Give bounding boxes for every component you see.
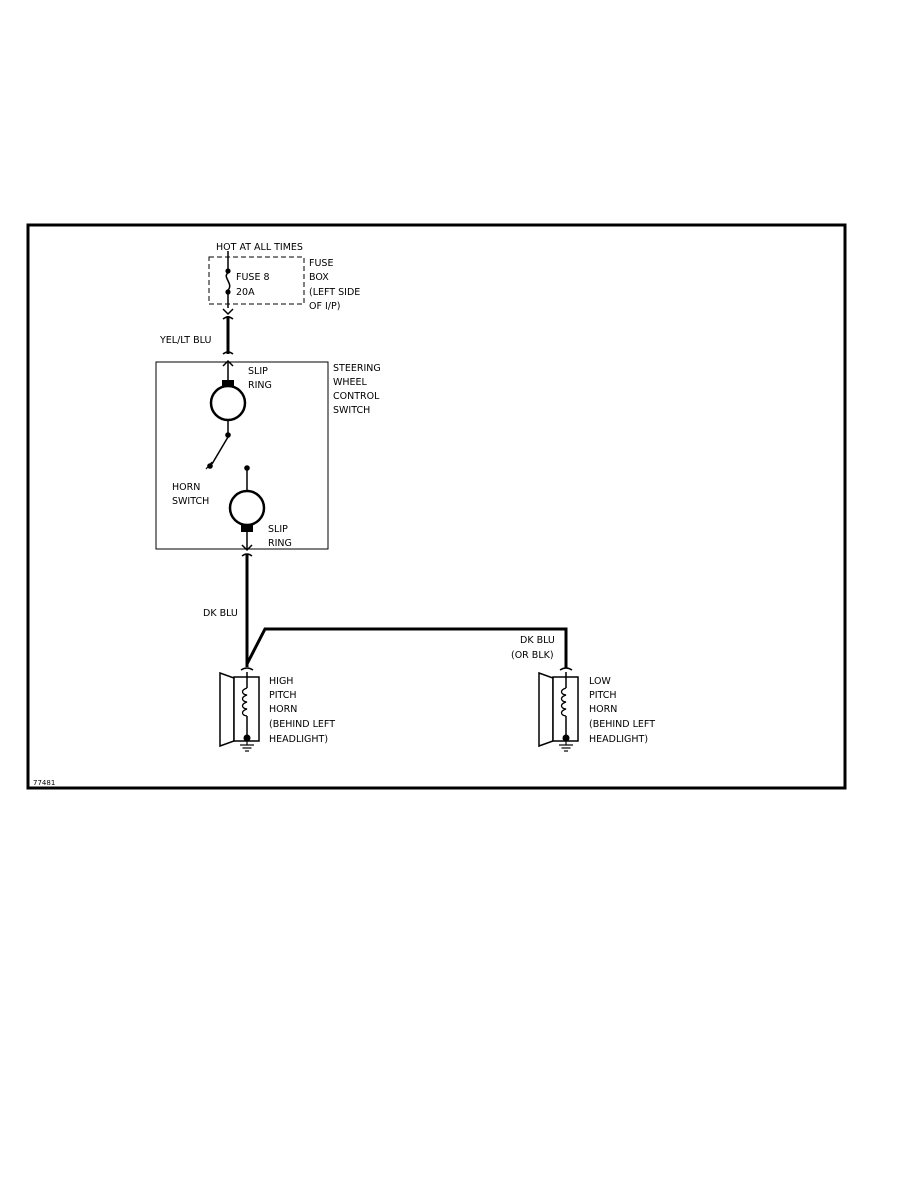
horn-switch-label-2: SWITCH	[172, 496, 209, 507]
fuse-box-outline	[208, 256, 305, 305]
slip-ring-bottom-label-2: RING	[268, 538, 292, 549]
ground-icon	[559, 741, 573, 752]
high-horn-label-5: HEADLIGHT)	[269, 734, 328, 745]
fuse-box-label-4: OF I/P)	[309, 301, 340, 312]
horn-icon	[219, 667, 260, 748]
horn-icon	[538, 667, 579, 748]
low-horn-label-1: LOW	[589, 676, 611, 687]
diagram-id: 77481	[33, 779, 55, 787]
fuse-icon	[225, 251, 231, 308]
steering-switch-label-3: CONTROL	[333, 391, 380, 402]
coil-icon	[560, 687, 567, 717]
steering-switch-label-1: STEERING	[333, 363, 381, 374]
slip-ring-top-label-1: SLIP	[248, 366, 268, 377]
horn-switch-label-1: HORN	[172, 482, 200, 493]
slip-ring-bottom-label-1: SLIP	[268, 524, 288, 535]
connector-icon	[222, 351, 234, 367]
ground-icon	[240, 741, 254, 752]
coil-icon	[241, 687, 248, 717]
high-horn-label-1: HIGH	[269, 676, 293, 687]
switch-icon	[205, 436, 229, 470]
high-horn-label-3: HORN	[269, 704, 297, 715]
steering-switch-label-2: WHEEL	[333, 377, 368, 388]
diagram-frame	[26, 223, 847, 790]
fuse-box-label-3: (LEFT SIDE	[309, 287, 360, 298]
steering-switch-box	[155, 361, 329, 550]
low-horn-label-3: HORN	[589, 704, 617, 715]
slip-ring-icon	[209, 380, 247, 422]
high-horn-label-4: (BEHIND LEFT	[269, 719, 335, 730]
low-horn-label-5: HEADLIGHT)	[589, 734, 648, 745]
steering-switch-label-4: SWITCH	[333, 405, 370, 416]
fuse-name: FUSE 8	[236, 272, 270, 283]
low-horn-wire	[245, 627, 568, 668]
high-horn-label-2: PITCH	[269, 690, 297, 701]
switch-output-wire-label: DK BLU	[203, 608, 238, 619]
slip-ring-icon	[228, 489, 266, 532]
fuse-box-label-1: FUSE	[309, 258, 333, 269]
low-horn-label-4: (BEHIND LEFT	[589, 719, 655, 730]
low-horn-wire-label-2: (OR BLK)	[511, 650, 554, 661]
supply-wire-label: YEL/LT BLU	[159, 335, 211, 346]
slip-ring-top-label-2: RING	[248, 380, 272, 391]
low-horn-wire-label-1: DK BLU	[520, 635, 555, 646]
low-horn-label-2: PITCH	[589, 690, 617, 701]
fuse-box-label-2: BOX	[309, 272, 329, 283]
power-label: HOT AT ALL TIMES	[216, 242, 303, 253]
fuse-rating: 20A	[236, 287, 255, 298]
